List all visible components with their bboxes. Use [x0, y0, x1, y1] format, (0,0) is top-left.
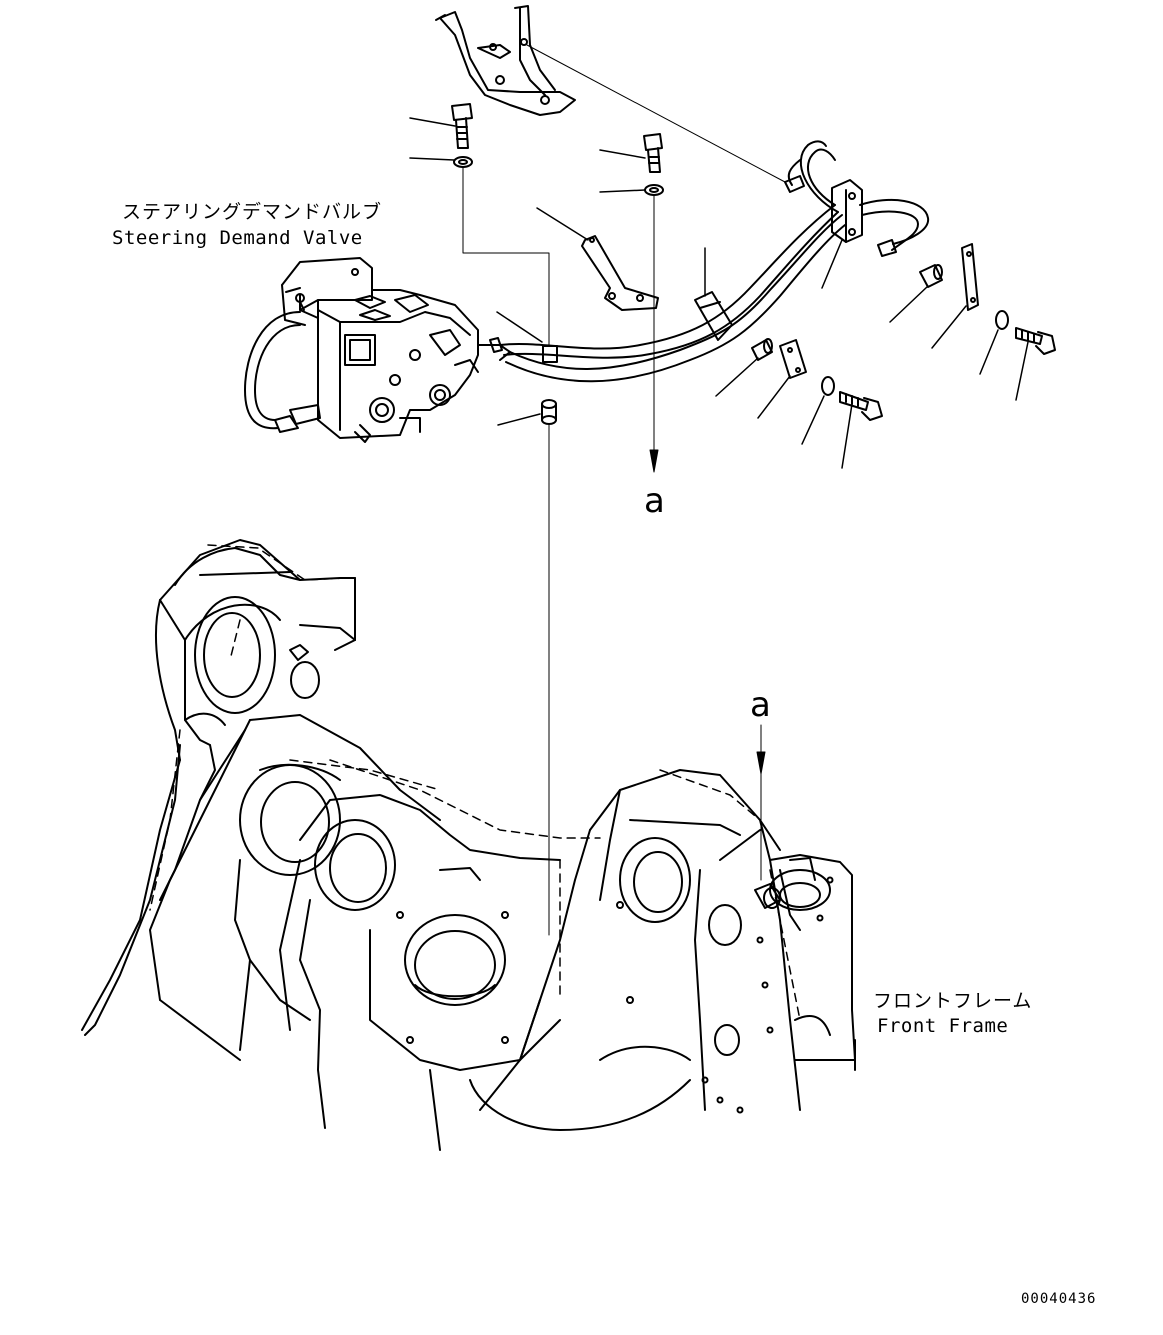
- leader-clamp-bracket: [536, 207, 589, 241]
- leader-bracket-hose: [526, 44, 786, 183]
- leader-bolt-right: [1015, 341, 1029, 401]
- leader-bolt-left: [409, 117, 456, 127]
- callout-a-frame: a: [750, 685, 771, 725]
- assembly-line-left: [462, 167, 550, 346]
- hose-clamp-center: [694, 291, 733, 341]
- leader-collar-mid: [715, 357, 759, 397]
- washer-right: [995, 310, 1009, 330]
- collar-right: [919, 264, 943, 288]
- bolt-center: [643, 133, 663, 173]
- leader-washer-mid: [801, 395, 825, 445]
- bolt-mid: [839, 391, 883, 421]
- front-frame: [81, 539, 856, 1151]
- leader-washer-left: [409, 157, 455, 161]
- washer-center: [644, 184, 664, 196]
- steering-demand-valve: [244, 257, 511, 443]
- leader-collar-right: [889, 285, 929, 323]
- top-bracket: [435, 5, 576, 116]
- collar-mid: [751, 338, 773, 361]
- hydraulic-hoses: [499, 140, 930, 383]
- steering-valve-jp-label: ステアリングデマンドバルブ: [122, 201, 383, 223]
- front-frame-en-label: Front Frame: [877, 1015, 1009, 1037]
- frame-hidden-lines: [149, 544, 801, 1021]
- washer-mid: [821, 376, 835, 396]
- leader-washer-center: [599, 189, 646, 193]
- leader-bolt-mid: [841, 403, 853, 469]
- front-frame-jp-label: フロントフレーム: [873, 990, 1033, 1012]
- leader-bolt-center: [599, 149, 646, 159]
- callout-a-top: a: [644, 481, 665, 521]
- steering-valve-en-label: Steering Demand Valve: [112, 227, 363, 249]
- leader-clamp-strap: [931, 305, 967, 349]
- hose-clamp-block: [831, 179, 863, 243]
- washer-left: [453, 156, 473, 168]
- leader-plate-mid: [757, 375, 791, 419]
- leader-clamp-block: [821, 239, 843, 289]
- clamp-strap: [961, 243, 979, 311]
- leader-spacer-lower: [497, 413, 541, 426]
- leader-washer-right: [979, 329, 999, 375]
- drawing-number: 00040436: [1021, 1291, 1097, 1307]
- arrow-down-frame-a: [756, 751, 766, 775]
- clamp-bracket: [581, 235, 659, 311]
- arrow-down-a: [649, 449, 659, 473]
- plate-mid: [779, 339, 807, 379]
- spacer-lower: [541, 399, 557, 425]
- bolt-left: [451, 103, 473, 149]
- leader-spacer-upper: [496, 311, 543, 343]
- bolt-right: [1015, 327, 1056, 355]
- spacer-upper: [542, 345, 558, 363]
